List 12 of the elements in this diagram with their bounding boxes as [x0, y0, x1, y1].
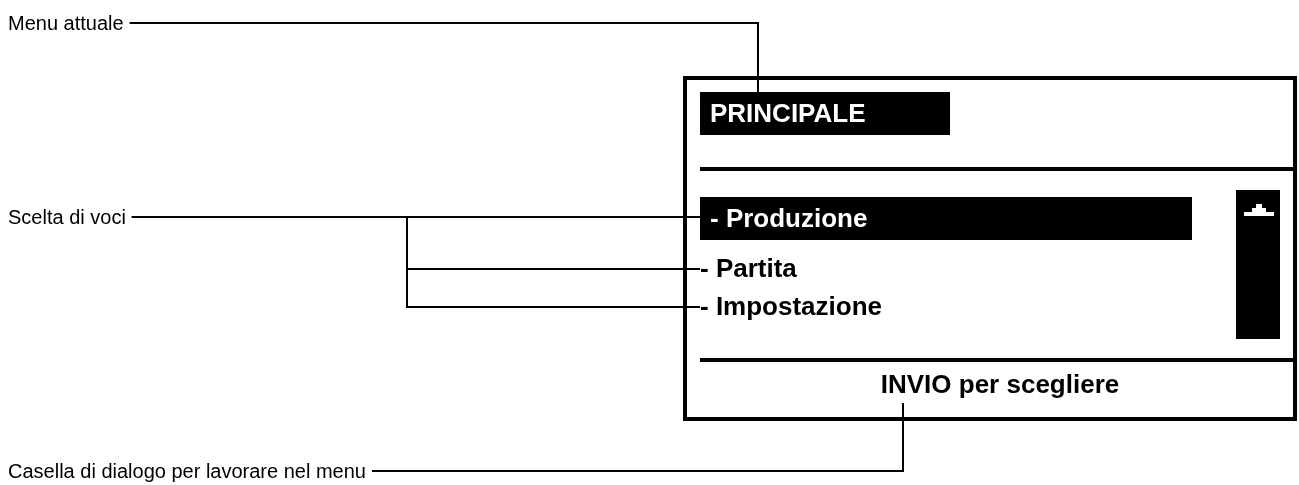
- leader-line: [371, 402, 904, 472]
- selected-menu-item: - Produzione: [700, 197, 1192, 240]
- callout-label: Casella di dialogo per lavorare nel menu: [8, 459, 366, 483]
- menu-item: - Partita: [700, 253, 860, 285]
- callout-label: Scelta di voci: [8, 205, 126, 229]
- leader-line: [130, 216, 701, 308]
- dialog-prompt: INVIO per scegliere: [850, 369, 1150, 403]
- display-screen: [683, 76, 1297, 421]
- callout-label: Menu attuale: [8, 11, 124, 35]
- menu-title-bar: PRINCIPALE: [700, 92, 950, 135]
- leader-line: [128, 22, 759, 93]
- menu-item: - Impostazione: [700, 291, 960, 323]
